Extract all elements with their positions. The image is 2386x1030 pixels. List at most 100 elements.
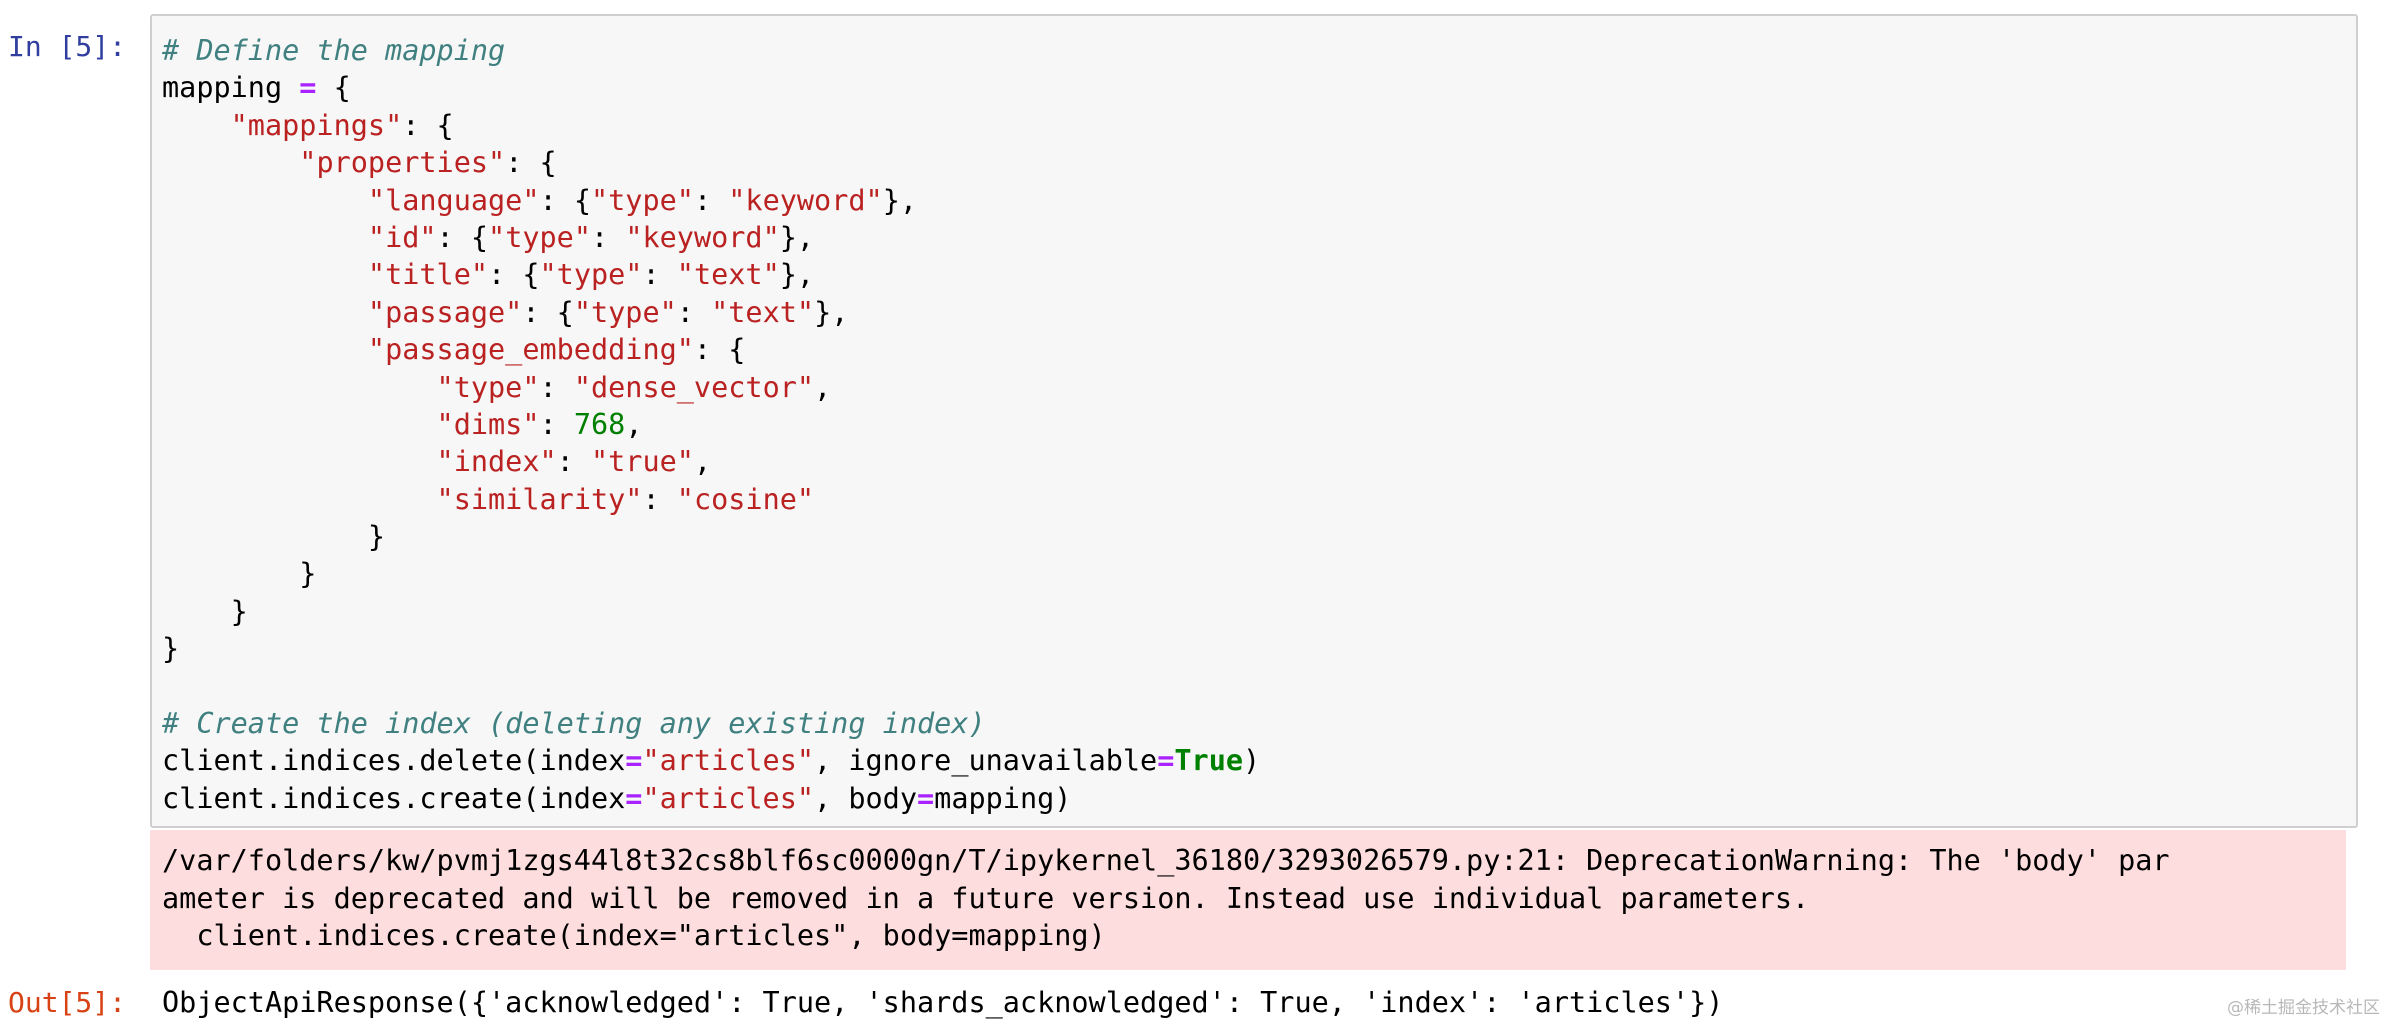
code-token: }, [814,295,849,329]
code-token: "type" [488,220,591,254]
code-token: = [1157,744,1175,778]
code-token: "true" [590,445,694,479]
code-token [162,483,437,516]
code-token: "dims" [436,407,540,441]
watermark: @稀土掘金技术社区 [2227,998,2380,1018]
code-token: : { [693,333,746,367]
code-token: } [162,520,386,554]
code-token: : [556,445,591,479]
code-line: "language": {"type": "keyword"}, [162,182,1260,219]
code-token: : [642,258,677,292]
code-line: } [162,593,1260,630]
code-token: "similarity" [436,482,643,516]
code-token: } [162,632,180,666]
code-token: , ignore_unavailable [814,744,1158,778]
stderr-output: /var/folders/kw/pvmj1zgs44l8t32cs8blf6sc… [150,830,2346,970]
code-token [162,221,368,254]
code-line: } [162,518,1260,555]
code-token: = [917,781,935,815]
code-token: "articles" [642,744,815,778]
code-token: } [162,594,248,628]
code-line: "title": {"type": "text"}, [162,256,1260,293]
code-token [162,184,368,217]
code-token: , [625,407,643,441]
code-token: "cosine" [676,482,815,516]
code-line: "passage": {"type": "text"}, [162,294,1260,331]
input-prompt: In [5]: [8,30,127,63]
code-token: True [1174,744,1244,778]
code-token: : { [436,220,489,254]
code-token: 768 [573,407,626,441]
code-token: ) [1243,744,1261,778]
code-token [162,296,368,329]
code-line: client.indices.delete(index="articles", … [162,742,1260,779]
code-token: "mappings" [230,108,403,142]
code-line: } [162,630,1260,667]
code-line: # Define the mapping [162,32,1260,69]
code-token: : [590,220,626,254]
code-line: "dims": 768, [162,406,1260,443]
code-token: = [625,781,643,815]
output-result: ObjectApiResponse({'acknowledged': True,… [162,986,1724,1019]
code-line: } [162,555,1260,592]
code-token: "language" [367,183,540,217]
code-token: "type" [539,258,643,292]
code-token: "properties" [299,146,506,180]
code-token [162,146,299,179]
stderr-line: ameter is deprecated and will be removed… [162,881,1810,915]
code-token: # Define the mapping [162,34,506,67]
code-token: }, [779,258,815,292]
output-prompt: Out[5]: [8,986,127,1019]
code-token: , body [814,781,917,815]
code-token: }, [882,183,918,217]
code-token: : [676,295,712,329]
code-token [162,408,437,441]
code-token [162,371,437,404]
code-line: "similarity": "cosine" [162,481,1260,518]
code-line: "type": "dense_vector", [162,369,1260,406]
code-token: "index" [436,445,557,479]
code-token: "type" [590,183,694,217]
code-token: { [316,71,351,105]
code-token: : { [505,146,557,180]
code-token: = [625,744,643,778]
code-line: # Create the index (deleting any existin… [162,705,1260,742]
code-token: "passage_embedding" [367,333,694,367]
code-token [162,333,368,366]
code-token: : { [522,295,574,329]
code-token: , [814,370,832,404]
code-line: "index": "true", [162,443,1260,480]
code-token: : { [539,183,591,217]
code-token: : { [488,258,540,292]
code-token: "keyword" [625,220,780,254]
code-token: "text" [711,295,815,329]
code-line: "id": {"type": "keyword"}, [162,219,1260,256]
code-token: "type" [573,295,677,329]
code-token: "dense_vector" [573,370,815,404]
code-token [162,109,231,142]
code-line: "passage_embedding": { [162,331,1260,368]
code-token: , [693,445,712,479]
code-token: = [299,71,317,105]
stderr-line: /var/folders/kw/pvmj1zgs44l8t32cs8blf6sc… [162,844,2170,877]
code-token [162,258,368,291]
stderr-line: client.indices.create(index="articles", … [162,919,1106,952]
code-token: : [539,370,574,404]
code-token: "text" [676,258,780,292]
code-line: "properties": { [162,144,1260,181]
code-token: client.indices.delete(index [162,744,626,778]
code-token: "articles" [642,781,815,815]
code-token: mapping [162,71,300,105]
code-token: "keyword" [728,183,883,217]
code-token: } [162,557,317,591]
code-line: mapping = { [162,69,1260,106]
code-line: "mappings": { [162,107,1260,144]
code-token: client.indices.create(index [162,781,626,815]
stderr-text: /var/folders/kw/pvmj1zgs44l8t32cs8blf6sc… [162,842,2170,955]
code-token: "type" [436,370,540,404]
code-token [162,445,437,478]
code-line: client.indices.create(index="articles", … [162,780,1260,817]
code-token: mapping) [934,781,1072,815]
